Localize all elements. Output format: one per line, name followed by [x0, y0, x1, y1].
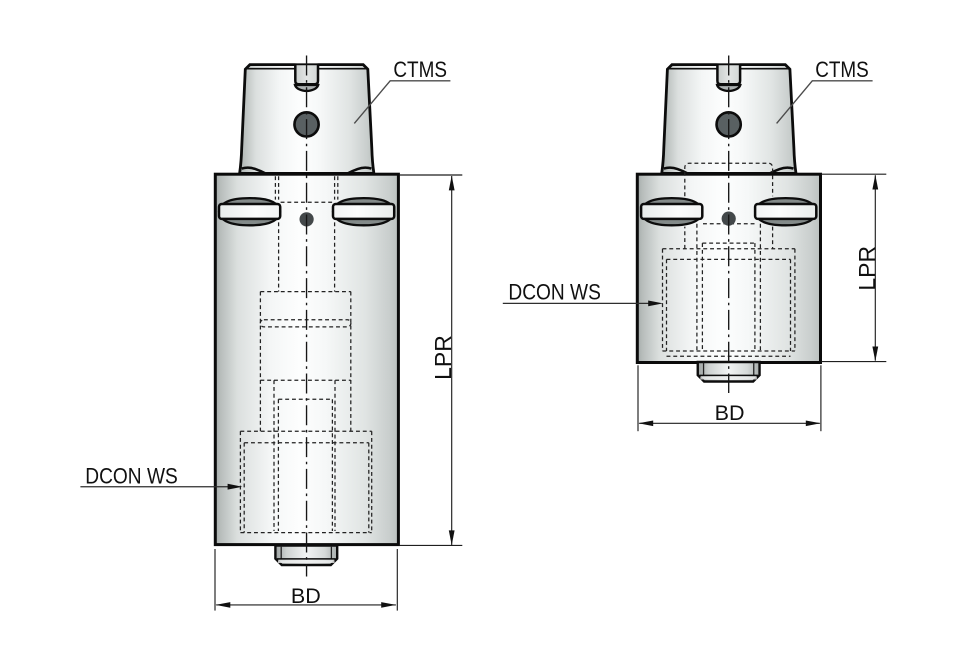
svg-text:DCON WS: DCON WS — [85, 464, 177, 489]
svg-text:CTMS: CTMS — [393, 58, 447, 83]
svg-text:LPR: LPR — [854, 246, 880, 291]
svg-text:DCON WS: DCON WS — [508, 280, 600, 305]
svg-text:CTMS: CTMS — [815, 58, 869, 83]
svg-text:LPR: LPR — [430, 335, 456, 380]
svg-text:BD: BD — [715, 401, 745, 425]
svg-text:BD: BD — [291, 584, 321, 608]
